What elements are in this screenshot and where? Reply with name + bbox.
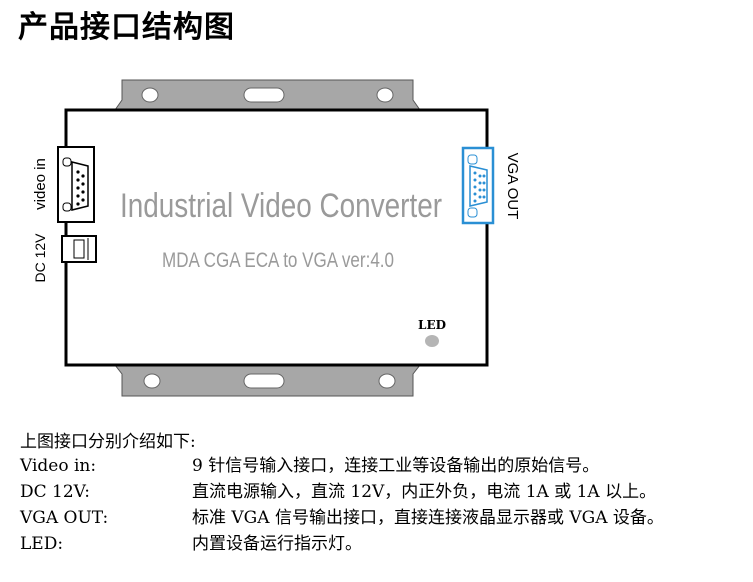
interface-name: LED: bbox=[20, 534, 64, 554]
interface-desc: 标准 VGA 信号输出接口，直接连接液晶显示器或 VGA 设备。 bbox=[192, 508, 664, 528]
mount-hole bbox=[376, 87, 394, 103]
vga-out-connector bbox=[461, 146, 495, 225]
top-mounting-flange bbox=[114, 79, 421, 111]
interface-desc: 9 针信号输入接口，连接工业等设备输出的原始信号。 bbox=[192, 456, 600, 476]
bottom-mounting-flange bbox=[113, 364, 422, 397]
intro-text: 上图接口分别介绍如下: bbox=[20, 432, 196, 452]
page-title: 产品接口结构图 bbox=[18, 10, 235, 45]
mount-hole bbox=[143, 373, 161, 389]
interface-desc: 内置设备运行指示灯。 bbox=[192, 534, 362, 554]
mount-slot bbox=[243, 373, 285, 389]
interface-desc: 直流电源输入，直流 12V，内正外负，电流 1A 或 1A 以上。 bbox=[192, 482, 657, 502]
device-model: MDA CGA ECA to VGA ver:4.0 bbox=[162, 249, 394, 272]
video-in-connector bbox=[57, 146, 95, 223]
mount-slot bbox=[243, 87, 285, 103]
interface-row: VGA OUT: 标准 VGA 信号输出接口，直接连接液晶显示器或 VGA 设备… bbox=[20, 506, 740, 530]
device-body bbox=[64, 108, 489, 367]
device-name: Industrial Video Converter bbox=[120, 187, 442, 225]
interface-name: Video in: bbox=[20, 456, 97, 476]
video-in-label: video in bbox=[32, 158, 49, 210]
interface-row: DC 12V: 直流电源输入，直流 12V，内正外负，电流 1A 或 1A 以上… bbox=[20, 480, 740, 504]
interface-row: LED: 内置设备运行指示灯。 bbox=[20, 532, 740, 556]
dc-power-jack bbox=[61, 235, 97, 263]
led-label: LED bbox=[418, 318, 446, 332]
vga-out-label: VGA OUT bbox=[504, 153, 521, 220]
device-diagram: video in DC 12V VGA OUT Industrial Video… bbox=[32, 79, 521, 397]
mount-hole bbox=[141, 87, 159, 103]
mount-hole bbox=[378, 373, 396, 389]
interface-name: VGA OUT: bbox=[20, 508, 109, 528]
dc-12v-label: DC 12V bbox=[32, 233, 48, 283]
led-indicator bbox=[425, 335, 439, 347]
interface-name: DC 12V: bbox=[20, 482, 90, 502]
interface-row: Video in: 9 针信号输入接口，连接工业等设备输出的原始信号。 bbox=[20, 454, 740, 478]
